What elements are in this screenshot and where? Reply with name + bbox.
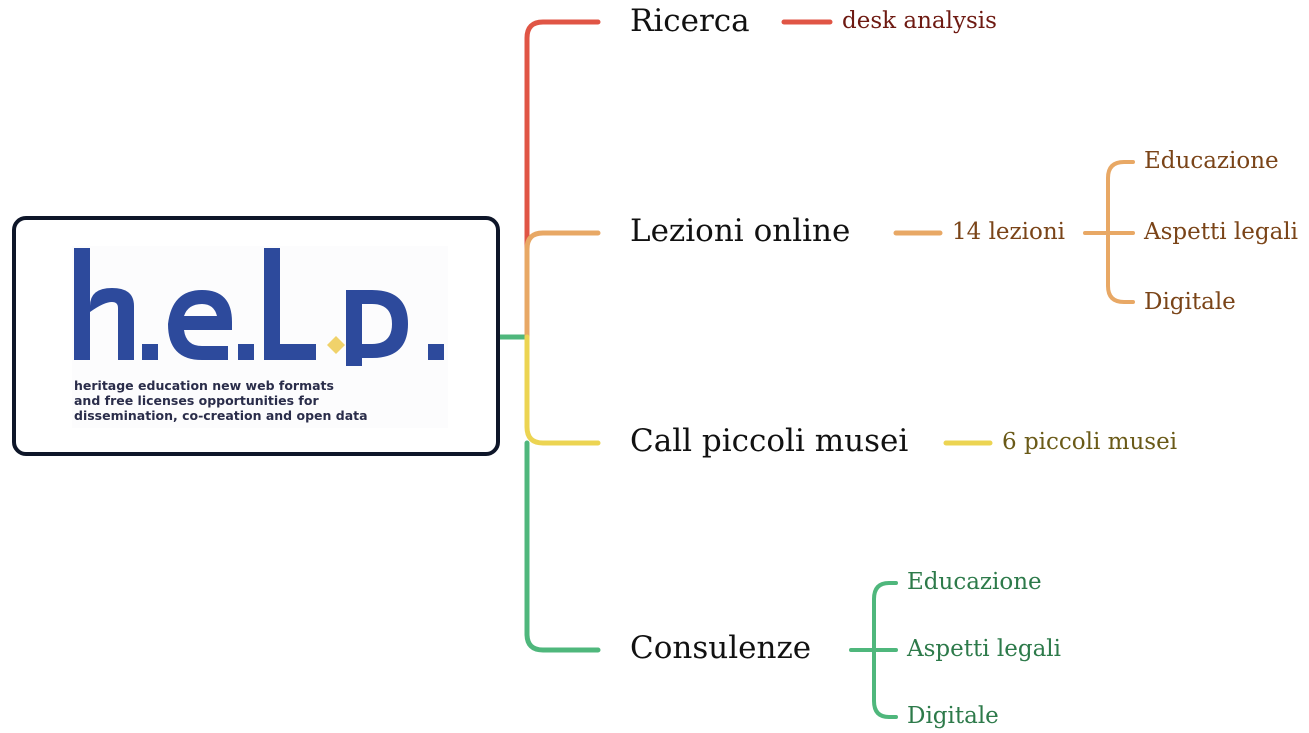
leaf-14-lezioni: 14 lezioni [952,219,1066,245]
leaf-6-piccoli-musei: 6 piccoli musei [1002,429,1178,455]
leaf-consulenze-aspetti-legali: Aspetti legali [907,636,1062,662]
branch-consulenze: Consulenze [630,630,812,666]
leaf-consulenze-educazione: Educazione [907,569,1042,595]
leaf-lezioni-digitale: Digitale [1144,289,1236,315]
logo-tagline: heritage education new web formats and f… [74,378,446,423]
leaf-consulenze-digitale: Digitale [907,703,999,729]
leaf-lezioni-aspetti-legali: Aspetti legali [1144,219,1299,245]
help-wordmark [74,248,444,366]
branch-ricerca: Ricerca [630,3,750,39]
tagline-line-2: and free licenses opportunities for [74,393,319,408]
leaf-desk-analysis: desk analysis [842,8,997,34]
central-node: heritage education new web formats and f… [12,216,500,456]
connector-consulenze [524,440,601,653]
connector-lezioni [524,230,601,340]
tagline-line-1: heritage education new web formats [74,378,334,393]
connector-call [524,334,601,446]
tagline-line-3: dissemination, co-creation and open data [74,408,368,423]
help-logo: heritage education new web formats and f… [72,246,448,428]
leaf-lezioni-educazione: Educazione [1144,148,1279,174]
branch-lezioni-online: Lezioni online [630,213,851,249]
accent-diamond [327,336,345,354]
branch-call-piccoli-musei: Call piccoli musei [630,423,909,459]
connector-ricerca [524,19,601,340]
